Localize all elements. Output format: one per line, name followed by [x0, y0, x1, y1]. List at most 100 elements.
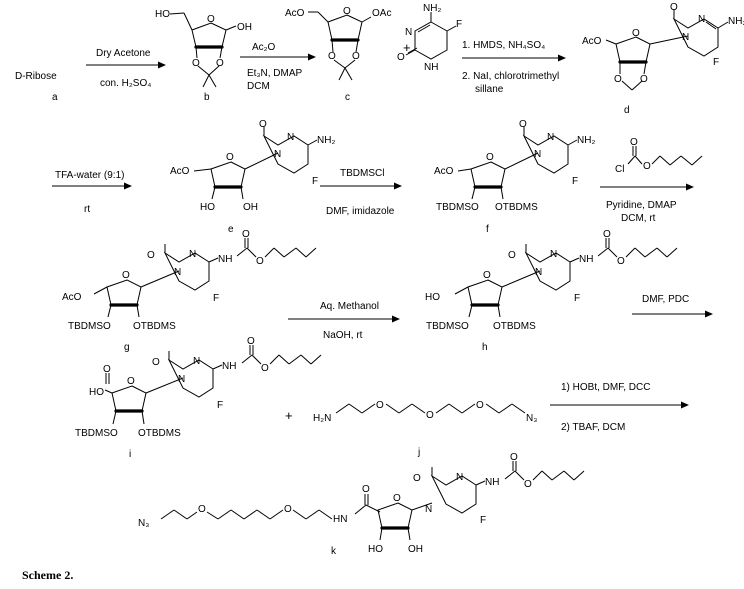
- structure-f: [457, 127, 578, 200]
- atom-d-o: O: [670, 2, 678, 13]
- reagent-3-below-1: 2. NaI, chlorotrimethyl: [462, 71, 559, 82]
- atom-k-o-carbonyl: O: [510, 452, 518, 463]
- atom-h-o: O: [508, 250, 516, 261]
- atom-h-o-ester: O: [617, 256, 625, 267]
- atom-fc-n: N: [405, 27, 412, 38]
- atom-e-ho: HO: [200, 202, 215, 213]
- reaction-arrow-2: [240, 53, 316, 61]
- atom-g-aco: AcO: [62, 292, 82, 303]
- atom-e-oh: OH: [243, 202, 258, 213]
- reaction-arrow-5: [320, 182, 402, 190]
- atom-k-hn: HN: [333, 514, 347, 525]
- atom-fc-nh2: NH₂: [423, 3, 441, 14]
- atom-k-n3: N₃: [138, 518, 149, 529]
- atom-i-o: O: [152, 357, 160, 368]
- compound-label-d: d: [624, 105, 630, 116]
- reagent-9-above: 1) HOBt, DMF, DCC: [561, 382, 650, 393]
- atom-i-ho: HO: [89, 387, 104, 398]
- atom-g-nh: NH: [218, 254, 232, 265]
- atom-c-aco: AcO: [285, 8, 305, 19]
- atom-i-n1: N: [193, 356, 200, 367]
- atom-d-ring-o: O: [632, 28, 640, 39]
- atom-j-o2: O: [426, 410, 434, 421]
- atom-h-otbdms: OTBDMS: [493, 321, 536, 332]
- atom-c-o2: O: [352, 51, 360, 62]
- atom-d-f: F: [713, 57, 719, 68]
- atom-h-ho: HO: [425, 292, 440, 303]
- atom-k-ho: HO: [368, 544, 383, 555]
- atom-f-o: O: [519, 119, 527, 130]
- atom-h-ring-o: O: [483, 270, 491, 281]
- atom-f-f: F: [572, 176, 578, 187]
- atom-k-oh: OH: [408, 544, 423, 555]
- reagent-2-below-2: DCM: [247, 81, 270, 92]
- atom-b-o1: O: [192, 58, 200, 69]
- atom-d-n2: N: [682, 32, 689, 43]
- atom-i-nh: NH: [222, 361, 236, 372]
- atom-j-o3: O: [476, 400, 484, 411]
- atom-i-acid-o: O: [103, 364, 111, 375]
- reagent-5-above: TBDMSCl: [340, 168, 384, 179]
- atom-i-tbdmso: TBDMSO: [75, 428, 118, 439]
- compound-label-c: c: [345, 92, 350, 103]
- reaction-arrow-8: [632, 310, 713, 318]
- atom-k-n2: N: [425, 504, 432, 515]
- figure-caption: Scheme 2.: [22, 568, 74, 582]
- atom-e-o: O: [259, 119, 267, 130]
- atom-k-f: F: [480, 515, 486, 526]
- atom-fc-o: O: [397, 52, 405, 63]
- atom-i-n2: N: [178, 374, 185, 385]
- structure-5-fluorocytosine: [405, 12, 457, 60]
- compound-label-b: b: [204, 92, 210, 103]
- atom-d-o2: O: [640, 74, 648, 85]
- atom-b-ho: HO: [155, 9, 170, 20]
- atom-chloroformate-o1: O: [630, 137, 638, 148]
- atom-g-n2: N: [174, 267, 181, 278]
- atom-c-ring-o: O: [343, 6, 351, 17]
- atom-c-o1: O: [328, 51, 336, 62]
- reagent-4-above: TFA-water (9:1): [55, 170, 124, 181]
- reagent-6-below-1: Pyridine, DMAP: [606, 200, 677, 211]
- reaction-arrow-1: [86, 61, 166, 69]
- reagent-2-below-1: Et₃N, DMAP: [247, 68, 303, 79]
- reaction-arrow-7: [288, 315, 400, 323]
- atom-e-f: F: [312, 176, 318, 187]
- atom-j-o1: O: [376, 400, 384, 411]
- reagent-3-above: 1. HMDS, NH₄SO₄: [462, 40, 545, 51]
- atom-e-n1: N: [287, 132, 294, 143]
- reagent-7-below: NaOH, rt: [323, 330, 363, 341]
- atom-g-tbdmso: TBDMSO: [68, 321, 111, 332]
- atom-k-amide-o: O: [362, 484, 370, 495]
- atom-j-n3: N₃: [526, 413, 537, 424]
- atom-k-n1: N: [456, 472, 463, 483]
- atom-k-o2: O: [284, 504, 292, 515]
- atom-e-n2: N: [274, 149, 281, 160]
- atom-h-f: F: [574, 293, 580, 304]
- atom-h-n1: N: [550, 249, 557, 260]
- compound-label-a: a: [52, 92, 58, 103]
- starting-material-label: D-Ribose: [15, 71, 57, 82]
- reaction-arrow-6: [600, 183, 694, 191]
- atom-f-n1: N: [547, 132, 554, 143]
- structure-k: [160, 461, 585, 541]
- atom-b-o2: O: [216, 58, 224, 69]
- atom-k-o1: O: [198, 504, 206, 515]
- atom-e-ring-o: O: [226, 152, 234, 163]
- atom-h-tbdmso: TBDMSO: [426, 321, 469, 332]
- atom-fc-f: F: [456, 19, 462, 30]
- atom-chloroformate-o2: O: [643, 161, 651, 172]
- reagent-5-below: DMF, imidazole: [326, 206, 395, 217]
- atom-g-o-ester: O: [256, 256, 264, 267]
- atom-d-n1: N: [698, 14, 705, 25]
- reagent-4-below: rt: [84, 204, 90, 215]
- atom-g-ring-o: O: [122, 270, 130, 281]
- structure-b: [169, 12, 237, 88]
- structure-g: [93, 238, 317, 318]
- compound-label-j: j: [417, 447, 420, 458]
- atom-k-nh: NH: [485, 477, 499, 488]
- atom-f-n2: N: [534, 149, 541, 160]
- atom-i-o-ester: O: [261, 363, 269, 374]
- atom-g-f: F: [213, 293, 219, 304]
- atom-i-f: F: [217, 400, 223, 411]
